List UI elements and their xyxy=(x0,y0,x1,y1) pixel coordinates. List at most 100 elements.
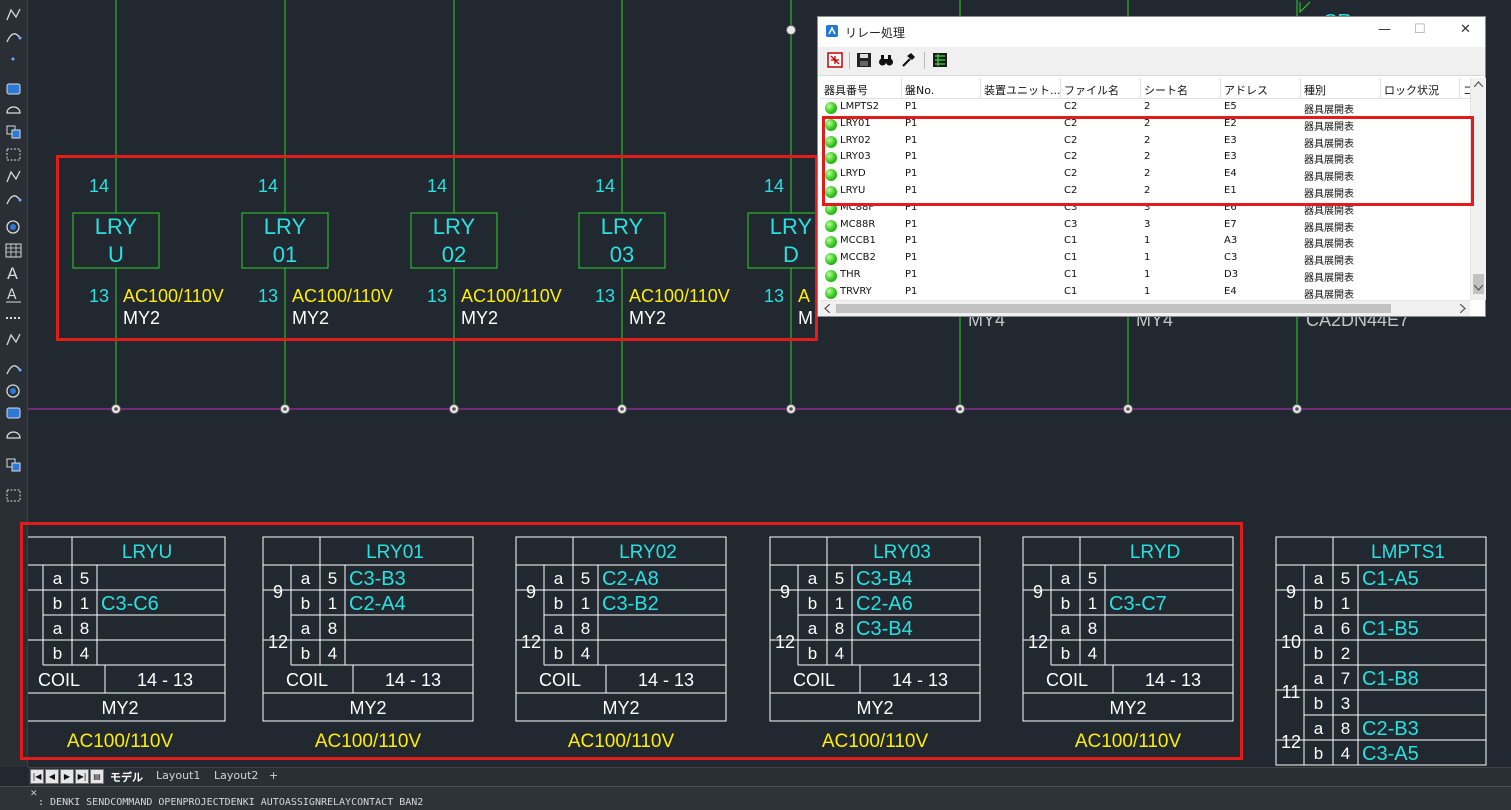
contact-pin: 1 xyxy=(1088,594,1097,613)
copy-icon[interactable] xyxy=(4,331,23,348)
scroll-up-icon[interactable] xyxy=(1474,81,1483,87)
stretch-icon[interactable] xyxy=(4,426,23,443)
relay-name-line1: LRY xyxy=(433,214,476,239)
column-separator[interactable] xyxy=(1060,78,1061,98)
column-header[interactable]: アドレス xyxy=(1224,84,1268,97)
contact-reference: C1-B5 xyxy=(1362,618,1419,640)
column-separator[interactable] xyxy=(1300,78,1301,98)
contact-type: b xyxy=(1314,744,1323,763)
dialog-title: リレー処理 xyxy=(845,26,906,40)
column-separator[interactable] xyxy=(1140,78,1141,98)
scroll-right-icon[interactable] xyxy=(1460,304,1466,313)
contact-type: b xyxy=(1061,594,1070,613)
hammer-icon[interactable] xyxy=(900,52,916,68)
tab-layout2[interactable]: Layout2 xyxy=(214,769,259,782)
hscroll-thumb[interactable] xyxy=(836,304,1391,313)
move-icon[interactable] xyxy=(4,360,23,377)
column-separator[interactable] xyxy=(1220,78,1221,98)
relay-voltage: AC100/110V xyxy=(123,286,224,306)
region-icon[interactable] xyxy=(4,218,23,235)
rectangle-icon[interactable] xyxy=(4,123,23,140)
add-layout-button[interactable]: + xyxy=(269,769,279,782)
dialog-titlebar[interactable]: リレー処理 — ☐ ✕ xyxy=(818,17,1485,46)
contact-table-title: LRY02 xyxy=(619,542,677,563)
tab-model[interactable]: モデル xyxy=(110,771,143,784)
hatch-icon[interactable] xyxy=(4,101,23,118)
column-header[interactable]: コ xyxy=(1463,84,1474,97)
relay-grid-icon[interactable] xyxy=(827,52,843,68)
last-tab-button[interactable]: ▶| xyxy=(75,769,89,784)
table-cell: 器具展開表 xyxy=(1304,273,1354,284)
column-header[interactable]: 盤No. xyxy=(905,84,935,97)
column-header[interactable]: 器具番号 xyxy=(824,84,868,97)
tab-layout1[interactable]: Layout1 xyxy=(156,769,201,782)
table-cell: TRVRY xyxy=(840,285,872,297)
attribute-icon[interactable] xyxy=(4,487,23,504)
prev-tab-button[interactable]: ◀ xyxy=(45,769,59,784)
horizontal-scrollbar[interactable] xyxy=(820,300,1470,316)
binoculars-icon[interactable] xyxy=(878,52,894,68)
point-icon[interactable] xyxy=(4,50,23,67)
maximize-button[interactable]: ☐ xyxy=(1414,22,1426,37)
scroll-thumb[interactable] xyxy=(1473,274,1484,294)
column-header[interactable]: ロック状況 xyxy=(1384,84,1439,97)
vertical-scrollbar[interactable] xyxy=(1470,78,1486,300)
save-icon[interactable] xyxy=(856,52,872,68)
column-header[interactable]: シート名 xyxy=(1144,84,1188,97)
column-separator[interactable] xyxy=(1380,78,1381,98)
close-icon[interactable]: ✕ xyxy=(30,789,38,799)
column-header[interactable]: ファイル名 xyxy=(1064,84,1119,97)
scroll-left-icon[interactable] xyxy=(824,304,830,313)
command-line[interactable]: ✕ : DENKI SENDCOMMAND OPENPROJECTDENKI A… xyxy=(0,786,1511,810)
column-header[interactable]: 装置ユニット... xyxy=(984,84,1061,97)
export-icon[interactable] xyxy=(932,52,948,68)
block-icon[interactable] xyxy=(4,456,23,473)
column-header[interactable]: 種別 xyxy=(1304,84,1326,97)
circle-icon[interactable] xyxy=(4,80,23,97)
column-separator[interactable] xyxy=(1459,78,1460,98)
boundary-icon[interactable] xyxy=(4,190,23,207)
toolbar-separator xyxy=(849,52,850,69)
arc-icon[interactable] xyxy=(4,28,23,45)
contact-reference: C2-B3 xyxy=(1362,718,1419,740)
relay-name-line1: LRY xyxy=(264,214,307,239)
relay-voltage: AC100/110V xyxy=(1075,731,1182,752)
dashed-line-icon[interactable] xyxy=(4,309,23,326)
polyline-icon[interactable] xyxy=(4,6,23,23)
relay-voltage: AC100/110V xyxy=(822,731,929,752)
column-separator[interactable] xyxy=(901,78,902,98)
close-button[interactable]: ✕ xyxy=(1460,22,1471,37)
mtext-icon[interactable]: A xyxy=(4,286,23,303)
column-separator[interactable] xyxy=(980,78,981,98)
minimize-button[interactable]: — xyxy=(1378,22,1391,37)
relay-voltage: A xyxy=(798,286,810,306)
first-tab-button[interactable]: |◀ xyxy=(30,769,44,784)
spline-icon[interactable] xyxy=(4,168,23,185)
table-icon[interactable] xyxy=(4,242,23,259)
contact-group-number: 12 xyxy=(268,632,288,652)
coil-label: COIL xyxy=(38,670,80,690)
next-tab-button[interactable]: ▶ xyxy=(60,769,74,784)
revcloud-icon[interactable] xyxy=(4,146,23,163)
contact-pin: 5 xyxy=(581,569,590,588)
scroll-down-icon[interactable] xyxy=(1474,285,1483,291)
scale-icon[interactable] xyxy=(4,404,23,421)
tab-list-button[interactable]: ▤ xyxy=(90,769,104,784)
relay-name-line1: LRY xyxy=(770,214,813,239)
text-icon[interactable]: A xyxy=(4,264,23,281)
rotate-icon[interactable] xyxy=(4,382,23,399)
status-ok-icon xyxy=(825,270,837,282)
